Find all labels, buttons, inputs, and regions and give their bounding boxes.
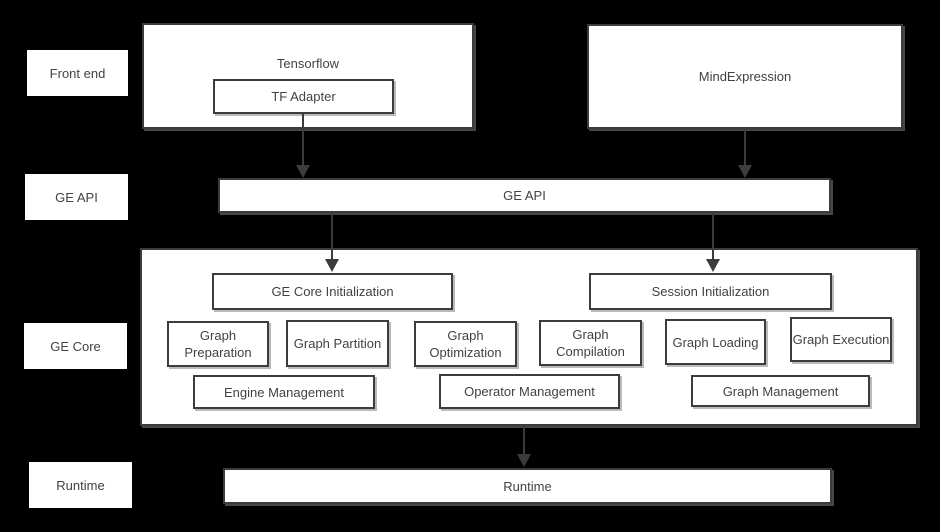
arrow-head-icon xyxy=(517,454,531,467)
operator-management-box: Operator Management xyxy=(439,374,620,409)
arrow-mind-expression-to-ge-api xyxy=(738,129,752,178)
graph-management-box: Graph Management xyxy=(691,375,870,407)
arrow-head-icon xyxy=(296,165,310,178)
mind-expression-box: MindExpression xyxy=(587,24,903,129)
arrow-shaft xyxy=(712,213,714,260)
arrow-shaft xyxy=(744,129,746,166)
graph-loading-box: Graph Loading xyxy=(665,319,766,365)
ge-core-box: GE Core Initialization Session Initializ… xyxy=(140,248,918,426)
graph-optimization-box: Graph Optimization xyxy=(414,321,517,367)
arrow-shaft xyxy=(302,114,304,166)
tensorflow-box: Tensorflow TF Adapter xyxy=(142,23,474,129)
arrow-shaft xyxy=(331,213,333,260)
rail-label-front-end: Front end xyxy=(27,50,128,96)
ge-api-bar: GE API xyxy=(218,178,831,213)
rail-label-runtime: Runtime xyxy=(29,462,132,508)
runtime-bar: Runtime xyxy=(223,468,832,504)
arrow-shaft xyxy=(523,426,525,455)
arrow-ge-api-to-ge-core-init xyxy=(325,213,339,272)
arrow-ge-api-to-session-init xyxy=(706,213,720,272)
graph-execution-box: Graph Execution xyxy=(790,317,892,362)
ge-core-initialization-box: GE Core Initialization xyxy=(212,273,453,310)
arrow-head-icon xyxy=(325,259,339,272)
tensorflow-label: Tensorflow xyxy=(276,56,340,71)
tf-adapter-box: TF Adapter xyxy=(213,79,394,114)
engine-management-box: Engine Management xyxy=(193,375,375,409)
session-initialization-box: Session Initialization xyxy=(589,273,832,310)
graph-partition-box: Graph Partition xyxy=(286,320,389,367)
graph-compilation-box: Graph Compilation xyxy=(539,320,642,366)
arrow-ge-core-to-runtime xyxy=(517,426,531,467)
graph-preparation-box: Graph Preparation xyxy=(167,321,269,367)
rail-label-ge-api: GE API xyxy=(25,174,128,220)
arrow-head-icon xyxy=(738,165,752,178)
arrow-head-icon xyxy=(706,259,720,272)
rail-label-ge-core: GE Core xyxy=(24,323,127,369)
arrow-tf-adapter-to-ge-api xyxy=(296,114,310,178)
